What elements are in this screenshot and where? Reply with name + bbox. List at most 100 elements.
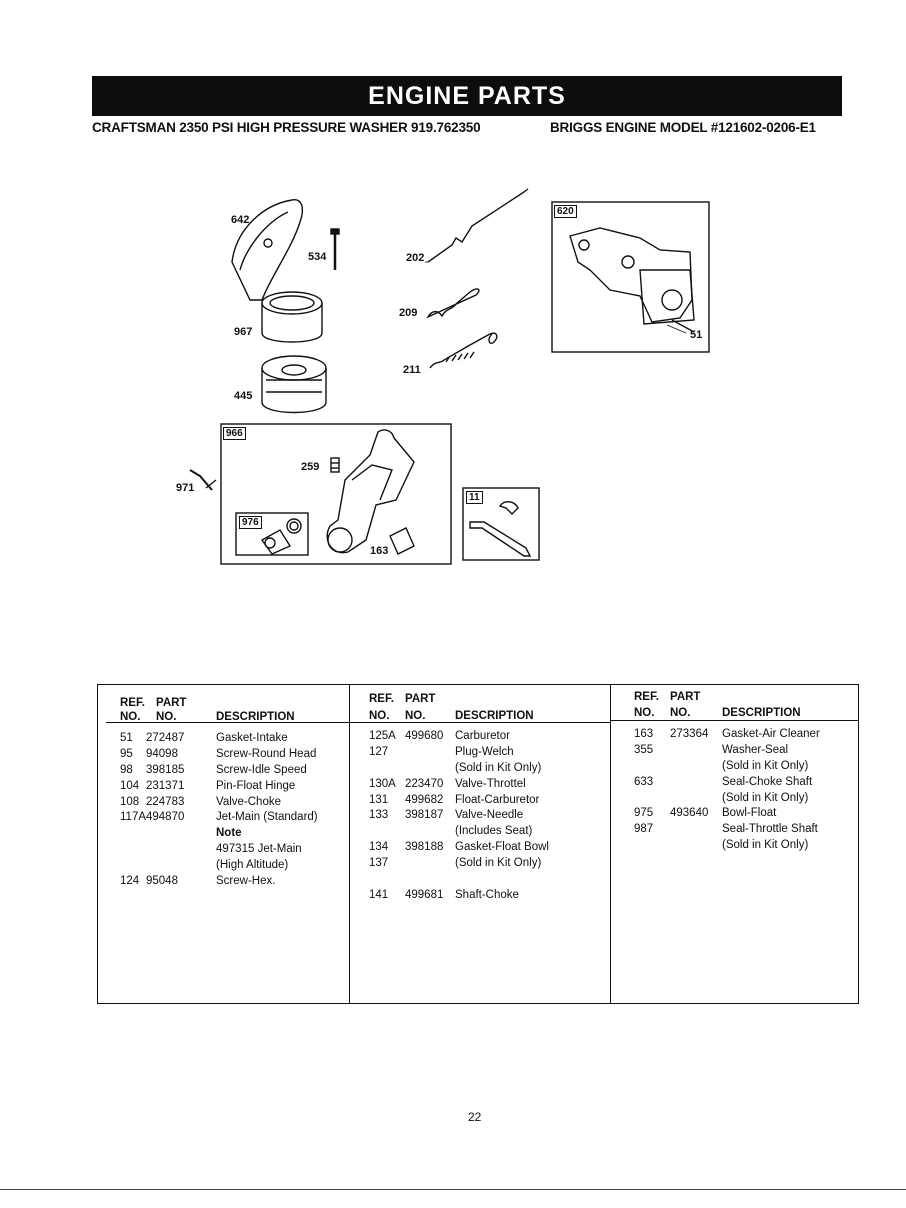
- cell-desc: Plug-Welch: [455, 745, 514, 758]
- cell-ref: 975: [634, 807, 654, 820]
- cell-desc: Valve-Needle: [455, 809, 524, 822]
- cell-part: 231371: [146, 779, 185, 792]
- cell-desc: Washer-Seal: [722, 743, 789, 756]
- callout-202: 202: [406, 252, 425, 264]
- header-ref: REF.: [634, 691, 659, 703]
- breather-part: [260, 518, 302, 555]
- cell-desc: Jet-Main (Standard): [216, 811, 318, 824]
- cell-part: 499680: [405, 730, 444, 742]
- cell-desc: 497315 Jet-Main: [216, 843, 302, 856]
- cell-desc: Screw-Hex.: [216, 875, 276, 888]
- header-description: DESCRIPTION: [216, 711, 295, 723]
- cell-part: 95048: [146, 875, 178, 888]
- callout-534: 534: [308, 251, 327, 263]
- cell-desc: (Sold in Kit Only): [722, 791, 809, 804]
- cell-ref: 51: [120, 732, 133, 744]
- callout-445: 445: [234, 390, 253, 402]
- air-cleaner-base-part: [261, 355, 327, 414]
- column-header: REF. PART NO. NO. DESCRIPTION: [349, 685, 610, 723]
- table-row: (Sold in Kit Only): [610, 838, 858, 854]
- parts-column-1: REF. PART NO. NO. DESCRIPTION 51 272487 Ga…: [98, 685, 350, 1003]
- cell-desc: Gasket-Intake: [216, 732, 288, 744]
- governor-link-part: [427, 188, 529, 263]
- cell-part: 224783: [146, 795, 185, 808]
- table-row: (Sold in Kit Only): [610, 759, 858, 775]
- table-row: Note: [98, 826, 349, 842]
- header-ref: REF.: [369, 693, 394, 705]
- cell-desc: Note: [216, 827, 242, 840]
- cell-desc: Valve-Choke: [216, 795, 281, 808]
- cell-desc: Gasket-Float Bowl: [455, 841, 549, 854]
- cell-ref: 95: [120, 747, 133, 760]
- carburetor-inset-part: [569, 227, 695, 333]
- header-part: PART: [405, 693, 436, 705]
- bolt-part: [189, 469, 217, 491]
- callout-209: 209: [399, 307, 418, 319]
- carburetor-inset-box: [551, 201, 710, 353]
- callout-976: 976: [239, 516, 262, 529]
- cell-ref: 98: [120, 763, 133, 776]
- product-subtitle: CRAFTSMAN 2350 PSI HIGH PRESSURE WASHER …: [92, 120, 481, 135]
- engine-model-subtitle: BRIGGS ENGINE MODEL #121602-0206-E1: [550, 120, 816, 135]
- table-row: 137(Sold in Kit Only): [349, 856, 610, 872]
- header-ref: REF.: [120, 697, 145, 709]
- callout-51: 51: [690, 329, 703, 341]
- cell-desc: (Sold in Kit Only): [722, 839, 809, 852]
- cell-ref: 104: [120, 779, 140, 792]
- cell-part: 499682: [405, 793, 444, 806]
- callout-11: 11: [466, 491, 483, 504]
- cell-desc: Shaft-Choke: [455, 888, 519, 901]
- cell-part: 398187: [405, 809, 444, 822]
- cell-desc: Screw-Round Head: [216, 747, 317, 760]
- table-row: 127 Plug-Welch: [349, 745, 610, 761]
- table-row: 108 224783 Valve-Choke: [98, 795, 349, 811]
- air-cleaner-cover-part: [231, 199, 304, 301]
- cell-desc: Carburetor: [455, 730, 510, 742]
- cell-ref: 127: [369, 745, 389, 758]
- dipstick-part: [469, 501, 532, 557]
- air-filter-element-part: [261, 291, 323, 343]
- cell-desc: Pin-Float Hinge: [216, 779, 296, 792]
- column-header: REF. PART NO. NO. DESCRIPTION: [610, 685, 858, 723]
- callout-211: 211: [403, 364, 421, 376]
- table-row: (High Altitude): [98, 858, 349, 874]
- table-row: 98 398185 Screw-Idle Speed: [98, 763, 349, 779]
- cell-part: 272487: [146, 732, 185, 744]
- column-header: REF. PART NO. NO. DESCRIPTION: [98, 685, 349, 723]
- cell-ref: 124: [120, 875, 140, 888]
- cell-desc: Screw-Idle Speed: [216, 763, 307, 776]
- cell-desc: Bowl-Float: [722, 807, 777, 820]
- callout-967: 967: [234, 326, 253, 338]
- cell-ref: 108: [120, 795, 140, 808]
- callout-259: 259: [301, 461, 320, 473]
- cell-ref: 987: [634, 823, 654, 836]
- cell-desc: (High Altitude): [216, 859, 289, 872]
- air-cleaner-base-assembly-part: [326, 429, 415, 555]
- cell-ref: 355: [634, 743, 654, 756]
- header-no-2: NO.: [670, 707, 691, 719]
- cell-desc: Seal-Choke Shaft: [722, 775, 813, 788]
- header-part: PART: [156, 697, 187, 709]
- breather-inset-box: [235, 512, 309, 556]
- screw-part: [330, 228, 340, 270]
- air-cleaner-base-inset-box: [220, 423, 452, 565]
- cell-desc: Gasket-Air Cleaner: [722, 728, 820, 740]
- cell-part: 398185: [146, 763, 185, 776]
- cell-part: 494870: [146, 811, 185, 824]
- cell-part: 273364: [670, 728, 709, 740]
- cell-desc: (Includes Seat): [455, 825, 533, 838]
- header-no-2: NO.: [156, 711, 177, 723]
- table-row: (Includes Seat): [349, 824, 610, 840]
